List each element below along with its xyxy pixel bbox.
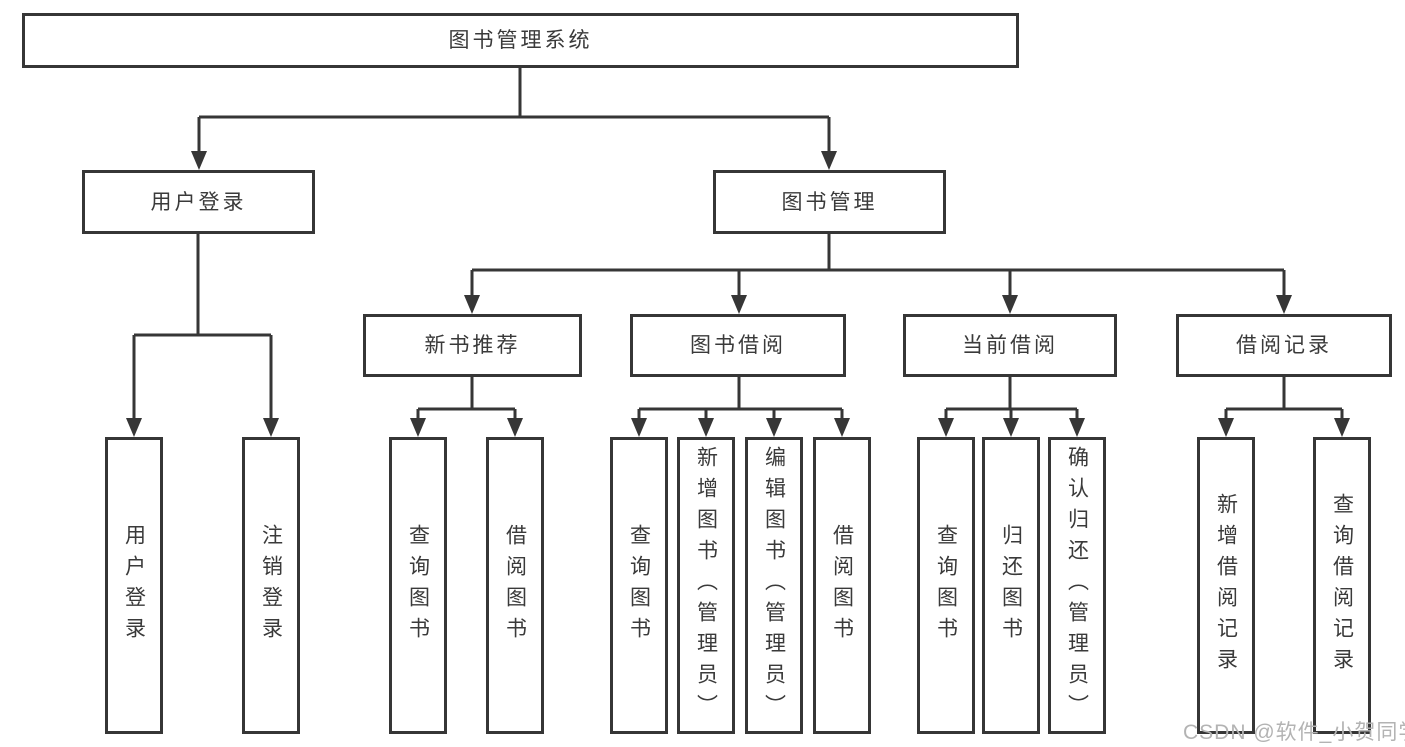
leaf-logout: 注销登录 xyxy=(242,437,300,734)
leaf-borrowing-query-books: 查询图书 xyxy=(610,437,668,734)
leaf-borrowing-add-books-admin: 新增图书（管理员） xyxy=(677,437,735,734)
leaf-current-return-books: 归还图书 xyxy=(982,437,1040,734)
leaf-records-add-record: 新增借阅记录 xyxy=(1197,437,1255,734)
node-new-book-recommend: 新书推荐 xyxy=(363,314,582,377)
node-root: 图书管理系统 xyxy=(22,13,1019,68)
leaf-current-confirm-return-admin: 确认归还（管理员） xyxy=(1048,437,1106,734)
leaf-records-query-record: 查询借阅记录 xyxy=(1313,437,1371,734)
leaf-user-login: 用户登录 xyxy=(105,437,163,734)
arrowheads xyxy=(126,151,1350,437)
node-current-borrowing: 当前借阅 xyxy=(903,314,1117,377)
leaf-recommend-query-books: 查询图书 xyxy=(389,437,447,734)
node-book-management: 图书管理 xyxy=(713,170,946,234)
leaf-borrowing-borrow-books: 借阅图书 xyxy=(813,437,871,734)
leaf-borrowing-edit-books-admin: 编辑图书（管理员） xyxy=(745,437,803,734)
node-borrowing-records: 借阅记录 xyxy=(1176,314,1392,377)
leaf-recommend-borrow-books: 借阅图书 xyxy=(486,437,544,734)
node-book-borrowing: 图书借阅 xyxy=(630,314,846,377)
leaf-current-query-books: 查询图书 xyxy=(917,437,975,734)
node-user-login: 用户登录 xyxy=(82,170,315,234)
